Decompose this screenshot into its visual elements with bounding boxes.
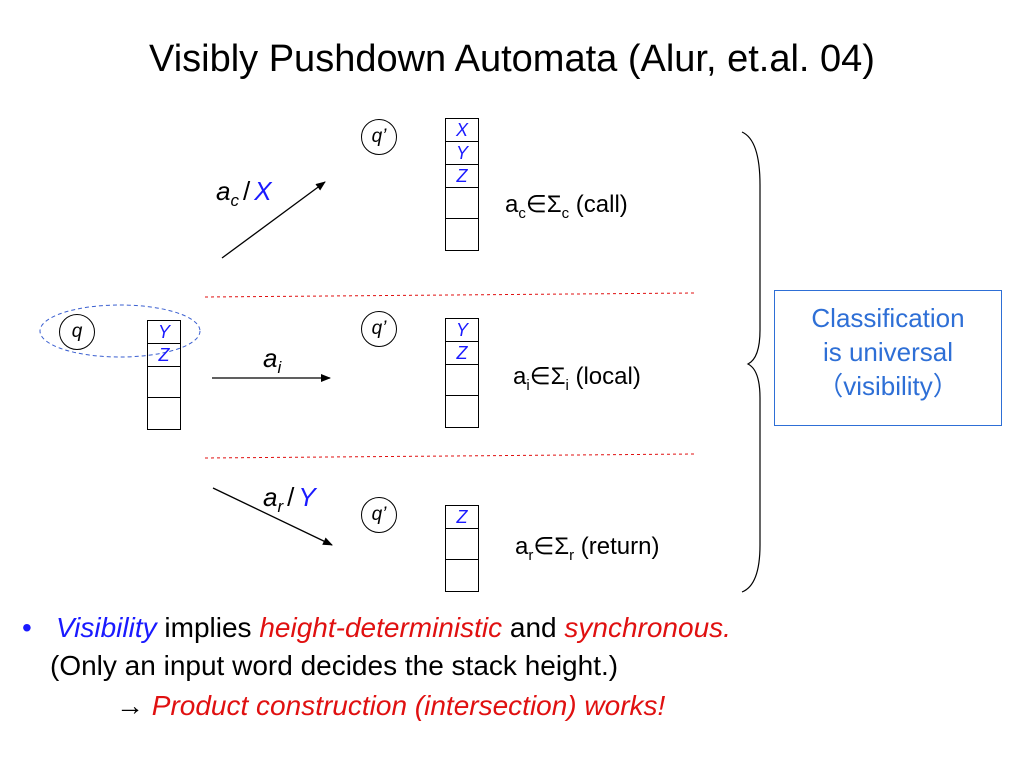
return-condition: ar∈Σr (return) <box>515 533 660 564</box>
conclusion-text: Product construction (intersection) work… <box>151 690 666 721</box>
call-target-state: q’ <box>361 119 397 155</box>
separator-line-bottom <box>204 453 696 459</box>
call-stack-cell <box>446 188 478 219</box>
conclusion-line: → Product construction (intersection) wo… <box>12 690 1022 722</box>
return-target-stack: Z <box>445 505 479 592</box>
return-arrow <box>212 487 333 546</box>
bullet-emphasis: synchronous <box>564 612 724 643</box>
call-transition-label: ac/X <box>216 176 272 210</box>
local-stack-cell: Y <box>446 319 478 342</box>
source-stack: Y Z <box>147 320 181 430</box>
call-stack-cell: Y <box>446 142 478 165</box>
return-target-state: q’ <box>361 497 397 533</box>
source-stack-cell <box>148 398 180 429</box>
right-arrow-icon: → <box>116 690 152 721</box>
return-transition-label: ar/Y <box>263 482 316 516</box>
local-stack-cell: Z <box>446 342 478 365</box>
call-stack-cell: Z <box>446 165 478 188</box>
bullet-marker: • <box>22 612 32 643</box>
bullet-list: • Visibility implies height-deterministi… <box>12 612 1022 722</box>
bullet-text: and <box>502 612 565 643</box>
return-stack-cell: Z <box>446 506 478 529</box>
call-stack-cell <box>446 219 478 250</box>
bullet-text: . <box>723 612 731 643</box>
curly-brace <box>741 131 761 593</box>
classification-line: is universal <box>822 337 954 367</box>
call-target-stack: X Y Z <box>445 118 479 251</box>
local-target-stack: Y Z <box>445 318 479 428</box>
source-stack-cell: Z <box>148 344 180 367</box>
source-config-ellipse <box>39 304 201 358</box>
return-stack-cell <box>446 560 478 591</box>
source-stack-cell <box>148 367 180 398</box>
separator-line-top <box>204 292 696 298</box>
bullet-continuation: (Only an input word decides the stack he… <box>50 650 619 681</box>
classification-line: （visibility） <box>817 371 959 401</box>
bullet-emphasis: Visibility <box>56 612 157 643</box>
source-stack-cell: Y <box>148 321 180 344</box>
local-stack-cell <box>446 365 478 396</box>
return-stack-cell <box>446 529 478 560</box>
source-state-q: q <box>59 314 95 350</box>
classification-box: Classification is universal （visibility） <box>774 290 1002 426</box>
local-target-state: q’ <box>361 311 397 347</box>
call-arrow <box>221 181 326 259</box>
classification-line: Classification <box>811 303 965 333</box>
call-stack-cell: X <box>446 119 478 142</box>
page-title: Visibly Pushdown Automata (Alur, et.al. … <box>149 38 875 80</box>
bullet-item: • Visibility implies height-deterministi… <box>12 612 1022 650</box>
bullet-text: implies <box>156 612 260 643</box>
local-stack-cell <box>446 396 478 427</box>
local-transition-label: ai <box>263 343 282 377</box>
bullet-emphasis: height-deterministic <box>259 612 503 643</box>
local-condition: ai∈Σi (local) <box>513 363 641 394</box>
call-condition: ac∈Σc (call) <box>505 191 628 222</box>
